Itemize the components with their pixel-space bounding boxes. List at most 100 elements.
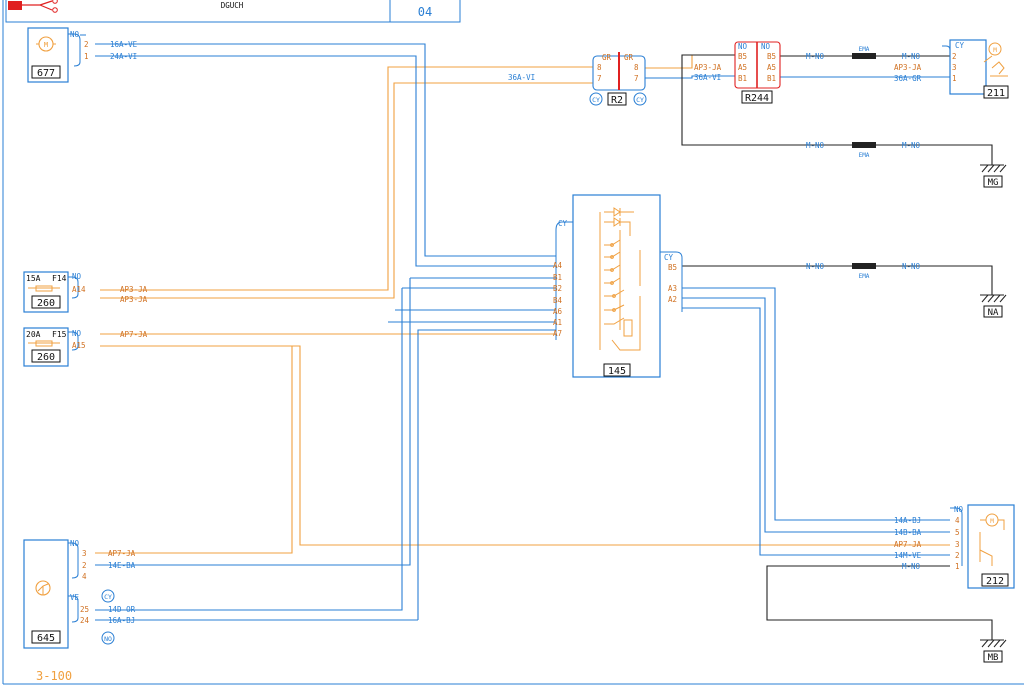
footer-reference: 3-100 — [36, 669, 72, 683]
wire-label: M-NO — [902, 141, 921, 150]
wire-label: AP3-JA — [894, 63, 922, 72]
connector-label: NO — [761, 42, 771, 51]
wire-label: M-NO — [902, 52, 921, 61]
connector-r244: NO NO B5 A5 B1 B5 A5 B1 R244 AP3-JA 36A-… — [694, 41, 781, 104]
svg-text:M: M — [993, 47, 997, 54]
pin-number: B5 — [668, 263, 677, 272]
component-id: 145 — [608, 366, 626, 377]
wire-label: N-NO — [806, 262, 825, 271]
pin-number: A1 — [553, 318, 562, 327]
fuse-id: F15 — [52, 330, 67, 339]
ground-mb: MB — [980, 639, 1007, 663]
ground-icon — [980, 639, 1007, 648]
pin-number: B1 — [738, 74, 747, 83]
connector-label: NO — [954, 505, 964, 514]
component-id: 211 — [987, 88, 1005, 99]
wire-label: M-NO — [902, 562, 921, 571]
svg-text:M: M — [44, 41, 48, 49]
pin-number: B4 — [553, 296, 563, 305]
pin-number: 2 — [955, 551, 960, 560]
header-title: DGUCH — [221, 1, 244, 10]
wire-label: 36A-VI — [508, 73, 535, 82]
steering-wheel-icon — [35, 580, 51, 596]
pin-number: A5 — [767, 63, 776, 72]
wire-label: AP7-JA — [108, 549, 136, 558]
pin-number: 2 — [84, 40, 89, 49]
pin-number: 8 — [597, 63, 602, 72]
header: DGUCH 04 — [5, 0, 461, 23]
cy-badge-icon — [101, 589, 115, 603]
pin-number: 5 — [955, 528, 960, 537]
connector-label: CY — [664, 253, 674, 262]
connector-label: CY — [955, 41, 965, 50]
connector-label: NO — [72, 329, 82, 338]
ground-na: N-NO N-NO NA — [806, 262, 1007, 318]
pin-number: B5 — [738, 52, 747, 61]
badge-label: CY — [104, 593, 112, 601]
cy-badge-icon — [589, 92, 603, 106]
component-id: 645 — [37, 633, 55, 644]
ema-splices: EMA EMA EMA — [852, 46, 876, 280]
pin-number: A3 — [668, 284, 677, 293]
fuse-rating: 20A — [26, 330, 41, 339]
pin-color: GR — [624, 53, 634, 62]
badge-label: NO — [104, 635, 112, 643]
wire-label: M-NO — [806, 52, 825, 61]
pin-number: 1 — [955, 562, 960, 571]
badge-label: CY — [636, 96, 644, 104]
pin-color: GR — [602, 53, 612, 62]
wire-label: 14A-BJ — [894, 516, 921, 525]
ema-splice-label: EMA — [859, 152, 870, 159]
badge-label: CY — [592, 96, 600, 104]
pin-number: A14 — [72, 285, 86, 294]
component-211: CY M 2 3 1 211 M-NO AP3-JA 36A-GR M-NO — [806, 39, 1009, 99]
motor-icon: M — [983, 42, 1008, 77]
connector-label: VE — [70, 593, 80, 602]
pin-number: A15 — [72, 341, 86, 350]
wire-label: 24A-VI — [110, 52, 137, 61]
ground-mg: M-NO M-NO MG — [806, 141, 1007, 188]
component-212: NO M 4 5 3 2 1 212 14A-BJ 14B-BA AP7-JA … — [894, 504, 1015, 589]
pin-number: B1 — [553, 273, 562, 282]
ema-splice-label: EMA — [859, 273, 870, 280]
connector-label: NO — [738, 42, 748, 51]
wire-label: 36A-VI — [694, 73, 721, 82]
pin-number: 3 — [952, 63, 957, 72]
wire-label: AP7-JA — [120, 330, 148, 339]
pin-number: 8 — [634, 63, 639, 72]
wires-black — [681, 54, 993, 640]
pin-number: 4 — [82, 572, 87, 581]
pin-number: 25 — [80, 605, 89, 614]
pin-number: A6 — [553, 307, 563, 316]
pin-number: 24 — [80, 616, 90, 625]
pin-number: A2 — [668, 295, 677, 304]
component-id: R2 — [611, 95, 623, 106]
pin-number: A4 — [553, 261, 563, 270]
wire-label: 16A-BJ — [108, 616, 135, 625]
motor-switch-icon: M — [979, 513, 1005, 566]
no-badge-icon — [101, 631, 115, 645]
wire-label: AP7-JA — [894, 540, 922, 549]
relay-switch-icon — [599, 207, 641, 351]
ground-icon — [980, 294, 1007, 303]
component-145: CY A4 B1 B2 B4 A6 A1 A7 CY B5 A3 A2 145 — [553, 194, 683, 378]
wires-orange — [95, 54, 950, 554]
component-id: 677 — [37, 68, 55, 79]
pin-number: B1 — [767, 74, 776, 83]
component-id: 212 — [986, 576, 1004, 587]
header-logo-icon — [8, 1, 22, 10]
connector-label: NO — [72, 272, 82, 281]
connector-label: NO — [70, 539, 80, 548]
component-645: 645 NO 3 2 4 AP7-JA 14E-BA VE CY 25 24 1… — [23, 539, 136, 649]
svg-text:M: M — [990, 518, 994, 525]
component-id: R244 — [745, 93, 769, 104]
wire-label: AP3-JA — [120, 285, 148, 294]
pin-number: 3 — [955, 540, 960, 549]
ground-id: MB — [988, 653, 999, 663]
ground-id: NA — [988, 308, 999, 318]
pin-number: 4 — [955, 516, 960, 525]
wire-label: 36A-GR — [894, 74, 922, 83]
pin-number: A5 — [738, 63, 747, 72]
ground-icon — [980, 164, 1007, 173]
